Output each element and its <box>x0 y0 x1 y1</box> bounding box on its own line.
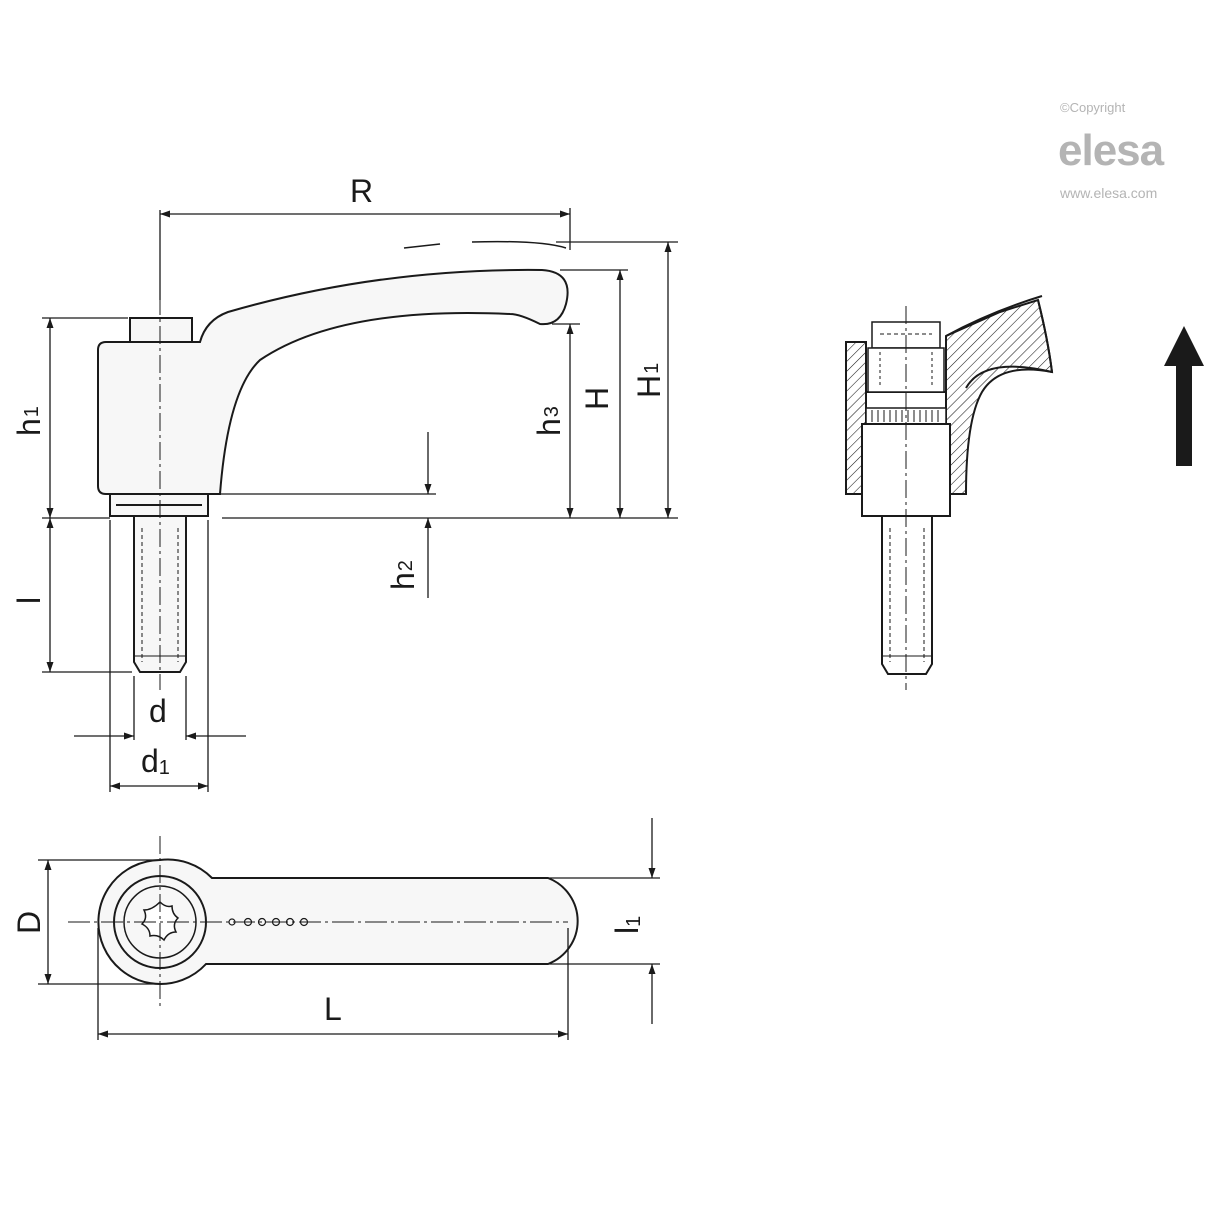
copyright-text: ©Copyright <box>1060 100 1126 115</box>
label-H: H <box>579 387 615 410</box>
label-d1: d1 <box>141 743 170 779</box>
brand-logo: elesa <box>1058 126 1165 175</box>
brand-url: www.elesa.com <box>1059 185 1157 201</box>
label-h3: h3 <box>531 406 567 436</box>
torx-star-icon <box>140 900 180 942</box>
label-R: R <box>350 173 373 209</box>
side-view-dimensions <box>42 208 678 792</box>
arrow-up-icon <box>1164 326 1204 466</box>
label-L: L <box>324 991 342 1027</box>
lever-body <box>97 268 569 495</box>
label-l: l <box>11 597 47 604</box>
push-button <box>129 317 193 343</box>
label-d: d <box>149 693 167 729</box>
top-view-labels: D L l1 <box>11 911 645 1027</box>
top-view <box>68 836 579 1008</box>
brand-block: ©Copyright elesa www.elesa.com <box>1058 100 1166 201</box>
side-view-labels: R h1 h3 H H1 h2 l d d1 <box>11 173 667 779</box>
section-stud <box>881 515 933 675</box>
label-h2: h2 <box>385 560 421 590</box>
top-view-dimensions <box>38 818 660 1040</box>
label-h1: h1 <box>11 406 47 436</box>
label-H1: H1 <box>631 363 667 398</box>
side-view <box>97 210 569 690</box>
label-l1: l1 <box>609 916 645 934</box>
label-D: D <box>11 911 47 934</box>
section-view <box>845 295 1054 690</box>
